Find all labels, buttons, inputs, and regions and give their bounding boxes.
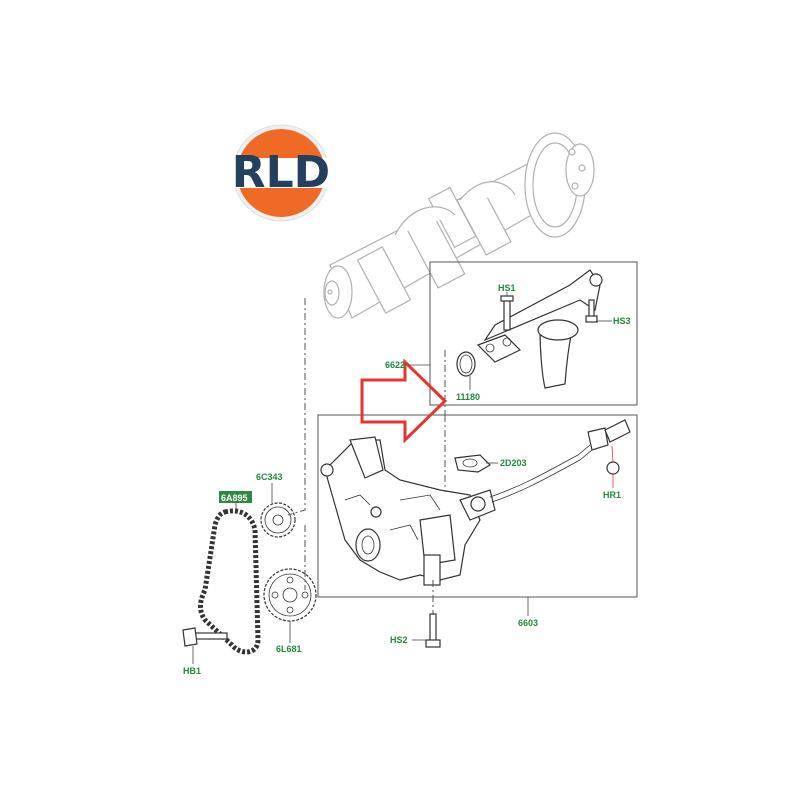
rld-logo: RLD: [232, 124, 330, 222]
label-hb1[interactable]: HB1: [183, 666, 201, 676]
label-11180[interactable]: 11180: [456, 392, 480, 402]
label-hr1[interactable]: HR1: [603, 490, 621, 500]
label-6622[interactable]: 6622: [385, 360, 405, 370]
oil-pickup-pipe: [476, 269, 603, 389]
timing-chain-6a895: [198, 508, 261, 655]
bolt-hb1: [182, 627, 228, 647]
sprocket-6c343: [260, 502, 296, 538]
label-2d203[interactable]: 2D203: [500, 458, 527, 468]
bolt-hs2: [425, 613, 441, 648]
pickup-assembly-frame: [429, 261, 638, 406]
grommet-hr1: [606, 461, 620, 475]
label-6a895-box: [219, 491, 252, 503]
label-6l681[interactable]: 6L681: [276, 644, 302, 654]
logo-text: RLD: [232, 147, 330, 198]
gasket-2d203: [454, 454, 491, 473]
o-ring-11180: [456, 351, 476, 377]
oil-pump-frame: [317, 414, 638, 598]
sprocket-6l681: [263, 568, 317, 622]
label-6a895[interactable]: 6A895: [221, 493, 248, 503]
label-6c343[interactable]: 6C343: [256, 472, 283, 482]
highlight-arrow: [360, 358, 448, 444]
label-hs1[interactable]: HS1: [498, 283, 516, 293]
leader-lines: [192, 292, 614, 664]
crankshaft-ghost: [323, 132, 595, 319]
callout-labels: HS1 HS3 6622 11180 2D203 HR1 6C343 6A895…: [183, 283, 631, 676]
label-hs3[interactable]: HS3: [613, 316, 631, 326]
bolt-hs3: [585, 299, 598, 323]
oil-pump-body: [320, 436, 496, 586]
label-hs2[interactable]: HS2: [390, 635, 408, 645]
oil-level-sensor-harness: [489, 419, 631, 503]
center-lines: [287, 298, 446, 615]
label-6603[interactable]: 6603: [518, 618, 538, 628]
